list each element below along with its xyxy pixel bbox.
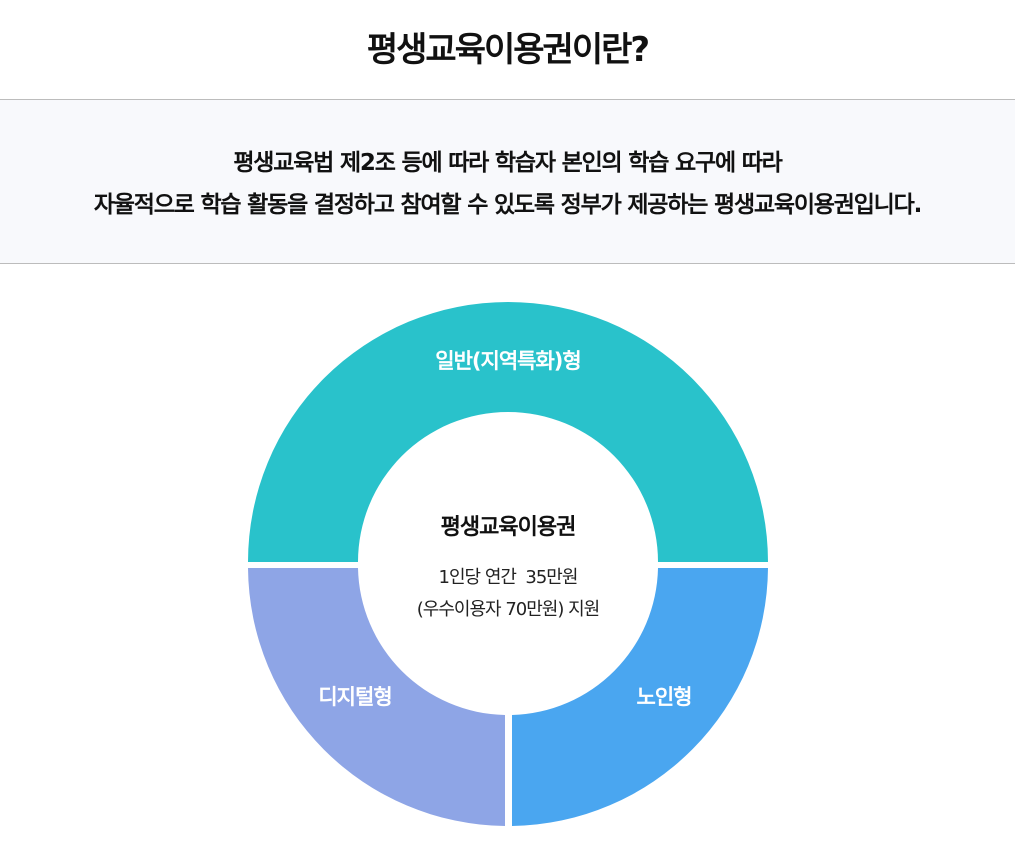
segment-label-digital: 디지털형	[318, 685, 391, 709]
segment-senior	[512, 568, 768, 826]
page-title: 평생교육이용권이란?	[366, 30, 650, 70]
description-line-2: 자율적으로 학습 활동을 결정하고 참여할 수 있도록 정부가 제공하는 평생교…	[93, 192, 922, 218]
center-title: 평생교육이용권	[441, 515, 576, 540]
segment-label-general: 일반(지역특화)형	[435, 349, 580, 373]
segment-label-senior: 노인형	[637, 685, 692, 709]
description-box: 평생교육법 제2조 등에 따라 학습자 본인의 학습 요구에 따라 자율적으로 …	[0, 99, 1015, 264]
segment-digital	[248, 568, 505, 826]
description-line-1: 평생교육법 제2조 등에 따라 학습자 본인의 학습 요구에 따라	[233, 150, 783, 176]
center-line-2: (우수이용자 70만원) 지원	[417, 599, 599, 620]
segment-general	[248, 302, 768, 562]
center-line-1: 1인당 연간 35만원	[439, 567, 578, 588]
